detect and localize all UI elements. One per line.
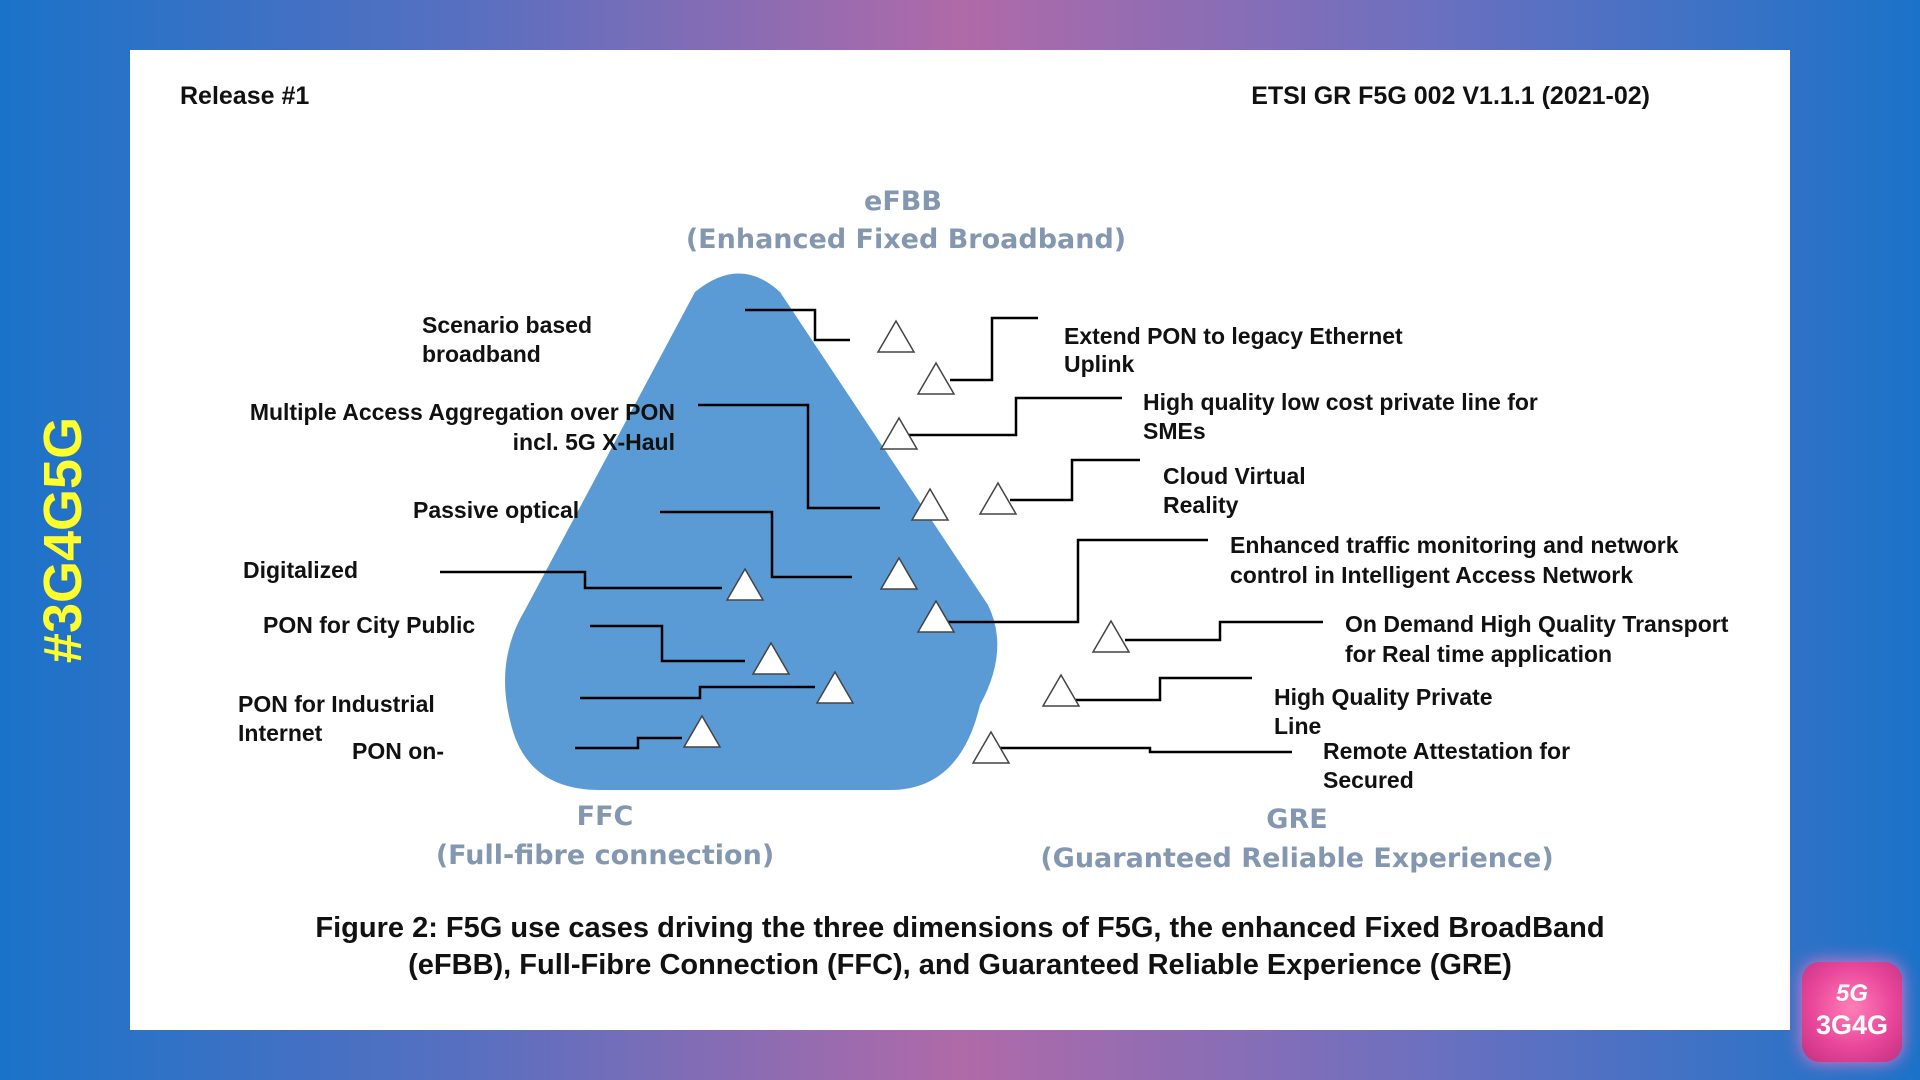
line-passive [660, 510, 852, 579]
marker-private-line [879, 416, 919, 450]
label-private-line-l1: High quality low cost private line for [1143, 389, 1538, 415]
slide: Release #1 ETSI GR F5G 002 V1.1.1 (2021-… [130, 50, 1790, 1030]
marker-pon-on [682, 714, 722, 748]
marker-industrial [815, 670, 855, 704]
label-passive: Passive optical [413, 497, 579, 523]
label-on-demand-l1: On Demand High Quality Transport [1345, 611, 1729, 637]
label-extend-l2: Uplink [1064, 351, 1134, 377]
line-cloud-vr [1010, 458, 1140, 502]
marker-remote [971, 730, 1011, 764]
marker-traffic [916, 599, 956, 633]
efbb-abbr: eFBB [864, 186, 942, 217]
line-digitalized [440, 570, 722, 590]
logo-3g4g-text: 3G4G [1815, 1010, 1889, 1040]
label-cloud-vr-l2: Reality [1163, 492, 1239, 518]
ffc-abbr: FFC [577, 801, 634, 832]
marker-hq-private [1041, 673, 1081, 707]
caption-line-2: (eFBB), Full-Fibre Connection (FFC), and… [408, 949, 1512, 981]
label-city: PON for City Public [263, 612, 475, 638]
document-id: ETSI GR F5G 002 V1.1.1 (2021-02) [1251, 82, 1650, 110]
label-extend-l1: Extend PON to legacy Ethernet [1064, 323, 1403, 349]
label-industrial-l2: Internet [238, 720, 323, 746]
marker-cloud-vr [978, 481, 1018, 515]
line-remote [988, 746, 1292, 754]
label-traffic-l1: Enhanced traffic monitoring and network [1230, 532, 1679, 558]
line-industrial [580, 685, 815, 700]
gre-full: (Guaranteed Reliable Experience) [1040, 843, 1553, 874]
caption-line-1: Figure 2: F5G use cases driving the thre… [315, 912, 1605, 944]
label-traffic-l2: control in Intelligent Access Network [1230, 562, 1633, 588]
efbb-full: (Enhanced Fixed Broadband) [686, 224, 1126, 255]
line-multi-access [698, 403, 880, 510]
label-scenario-l1: Scenario based [422, 312, 592, 338]
logo-5g-text: 5G [1835, 980, 1868, 1007]
label-pon-on: PON on- [352, 738, 444, 764]
label-hq-private-l1: High Quality Private [1274, 684, 1493, 710]
label-cloud-vr-l1: Cloud Virtual [1163, 463, 1306, 489]
label-remote-l2: Secured [1323, 767, 1414, 793]
line-city [590, 624, 745, 663]
marker-passive [879, 556, 919, 590]
ffc-full: (Full-fibre connection) [436, 840, 774, 871]
marker-city [751, 641, 791, 675]
label-industrial-l1: PON for Industrial [238, 691, 435, 717]
line-private-line [908, 396, 1122, 437]
brand-logo: 5G 3G4G [1802, 962, 1902, 1062]
marker-on-demand [1091, 619, 1131, 653]
label-scenario-l2: broadband [422, 341, 541, 367]
side-hashtag: #3G4G5G [0, 0, 130, 1080]
line-extend [950, 316, 1038, 382]
marker-digitalized [725, 567, 765, 601]
release-label: Release #1 [180, 82, 310, 110]
f5g-diagram: eFBB (Enhanced Fixed Broadband) FFC (Ful… [238, 186, 1729, 874]
label-multi-access-l1: Multiple Access Aggregation over PON [250, 399, 675, 425]
label-private-line-l2: SMEs [1143, 418, 1206, 444]
label-on-demand-l2: for Real time application [1345, 641, 1612, 667]
marker-extend [916, 361, 956, 395]
marker-scenario [876, 319, 916, 353]
side-hashtag-text: #3G4G5G [33, 416, 93, 664]
figure-caption: Figure 2: F5G use cases driving the thre… [130, 910, 1790, 984]
label-remote-l1: Remote Attestation for [1323, 738, 1570, 764]
label-digitalized: Digitalized [243, 557, 358, 583]
connector-lines [440, 308, 1323, 754]
line-traffic [948, 538, 1208, 624]
line-on-demand [1125, 620, 1323, 642]
line-hq-private [1075, 676, 1252, 702]
gre-abbr: GRE [1266, 804, 1327, 835]
line-scenario [745, 308, 850, 342]
line-pon-on [575, 736, 682, 750]
f5g-triangle [505, 273, 998, 790]
label-multi-access-l2: incl. 5G X-Haul [513, 429, 675, 455]
marker-multi-access [910, 487, 950, 521]
use-case-markers [682, 319, 1131, 764]
label-hq-private-l2: Line [1274, 713, 1321, 739]
